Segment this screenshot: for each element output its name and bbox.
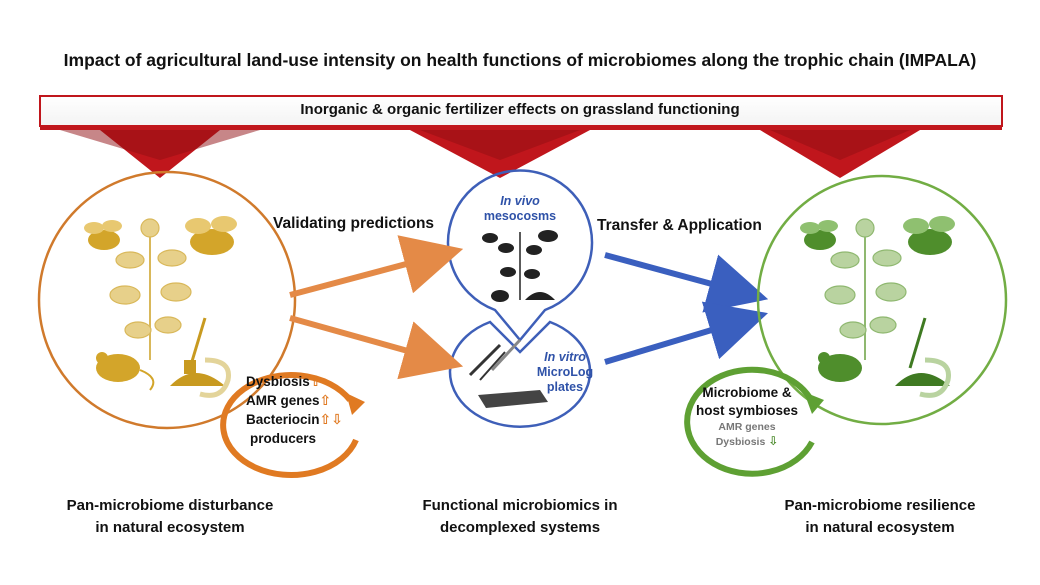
fertilizer-banner: [39, 95, 1003, 178]
left-mouse-icon: [96, 352, 155, 391]
right-plant-icon: [824, 218, 907, 360]
in-vitro-line2: MicroLog: [536, 365, 594, 379]
in-vivo-line2: mesocosms: [483, 209, 557, 223]
left-ecosystem: [37, 170, 297, 430]
trend-up-icon: ⇧: [319, 392, 332, 408]
center-caption-line2: decomplexed systems: [439, 519, 601, 536]
microbiome-line1: Microbiome &: [702, 385, 792, 400]
indicator-label: AMR genes: [246, 393, 320, 408]
amr-genes-minor: AMR genes: [718, 421, 776, 433]
arrows: [289, 235, 769, 380]
validating-predictions-label: Validating predictions: [273, 215, 435, 232]
trend-up-icon: ⇧: [309, 373, 322, 389]
left-plant-icon: [109, 218, 192, 360]
right-ecosystem: [756, 174, 1008, 426]
right-caption: Pan-microbiome resilience in natural eco…: [730, 495, 1030, 539]
trend-down-icon: ⇩: [768, 434, 779, 448]
right-soil-shovel-icon: [895, 317, 950, 386]
microbiome-line2: host symbioses: [695, 403, 799, 418]
indicator-bacteriocin: Bacteriocin⇧⇩: [246, 410, 343, 429]
left-caption-line1: Pan-microbiome disturbance: [66, 497, 274, 514]
arrow-transfer-bottom: [604, 301, 768, 365]
microlog-plate-icon: [468, 338, 548, 408]
right-caption-line1: Pan-microbiome resilience: [784, 497, 976, 514]
arrow-transfer-top: [604, 252, 769, 313]
center-caption: Functional microbiomics in decomplexed s…: [370, 495, 670, 539]
left-soil-shovel-icon: [170, 317, 225, 386]
left-caption: Pan-microbiome disturbance in natural ec…: [20, 495, 320, 539]
indicator-producers: producers: [250, 431, 317, 446]
right-bee-icon: [800, 220, 838, 250]
dysbiosis-minor: Dysbiosis: [715, 436, 766, 448]
left-bee-large-icon: [185, 216, 237, 255]
trend-updown-icon: ⇧⇩: [319, 411, 343, 427]
left-bee-icon: [84, 220, 122, 250]
mesocosm-figure-icon: [482, 230, 558, 302]
arrow-validate-top: [289, 235, 464, 298]
banner-label: Inorganic & organic fertilizer effects o…: [300, 101, 740, 118]
right-bee-large-icon: [903, 216, 955, 255]
left-caption-line2: in natural ecosystem: [95, 519, 245, 536]
in-vitro-label: In vitro MicroLog plates: [530, 350, 600, 395]
in-vivo-label: In vivo mesocosms: [440, 194, 600, 224]
indicator-label: Dysbiosis: [246, 374, 310, 389]
banner-box: [39, 95, 1003, 127]
left-cycle: [220, 372, 365, 478]
right-cycle: [684, 366, 824, 477]
right-worm-icon: [919, 357, 952, 398]
indicator-label: Bacteriocin: [246, 412, 320, 427]
arrow-validate-bottom: [289, 315, 464, 380]
right-mouse-icon: [818, 352, 862, 382]
dysbiosis-minor-row: Dysbiosis ⇩: [682, 434, 812, 449]
indicator-amr: AMR genes⇧: [246, 391, 343, 410]
center-caption-line1: Functional microbiomics in: [422, 497, 618, 514]
center-in-vivo: [446, 169, 594, 342]
left-circle: [37, 170, 297, 430]
left-indicator-panel: Dysbiosis⇧ AMR genes⇧ Bacteriocin⇧⇩ prod…: [246, 372, 343, 448]
right-circle: [756, 174, 1008, 426]
right-indicator-panel: Microbiome & host symbioses AMR genes Dy…: [682, 384, 812, 449]
in-vitro-line3: plates: [546, 380, 584, 394]
in-vitro-line1: In vitro: [544, 350, 586, 364]
left-worm-icon: [199, 357, 232, 398]
transfer-application-label: Transfer & Application: [597, 217, 762, 234]
indicator-dysbiosis: Dysbiosis⇧: [246, 372, 343, 391]
page-title: Impact of agricultural land-use intensit…: [63, 50, 977, 70]
right-caption-line2: in natural ecosystem: [805, 519, 955, 536]
in-vivo-line1: In vivo: [500, 194, 540, 208]
